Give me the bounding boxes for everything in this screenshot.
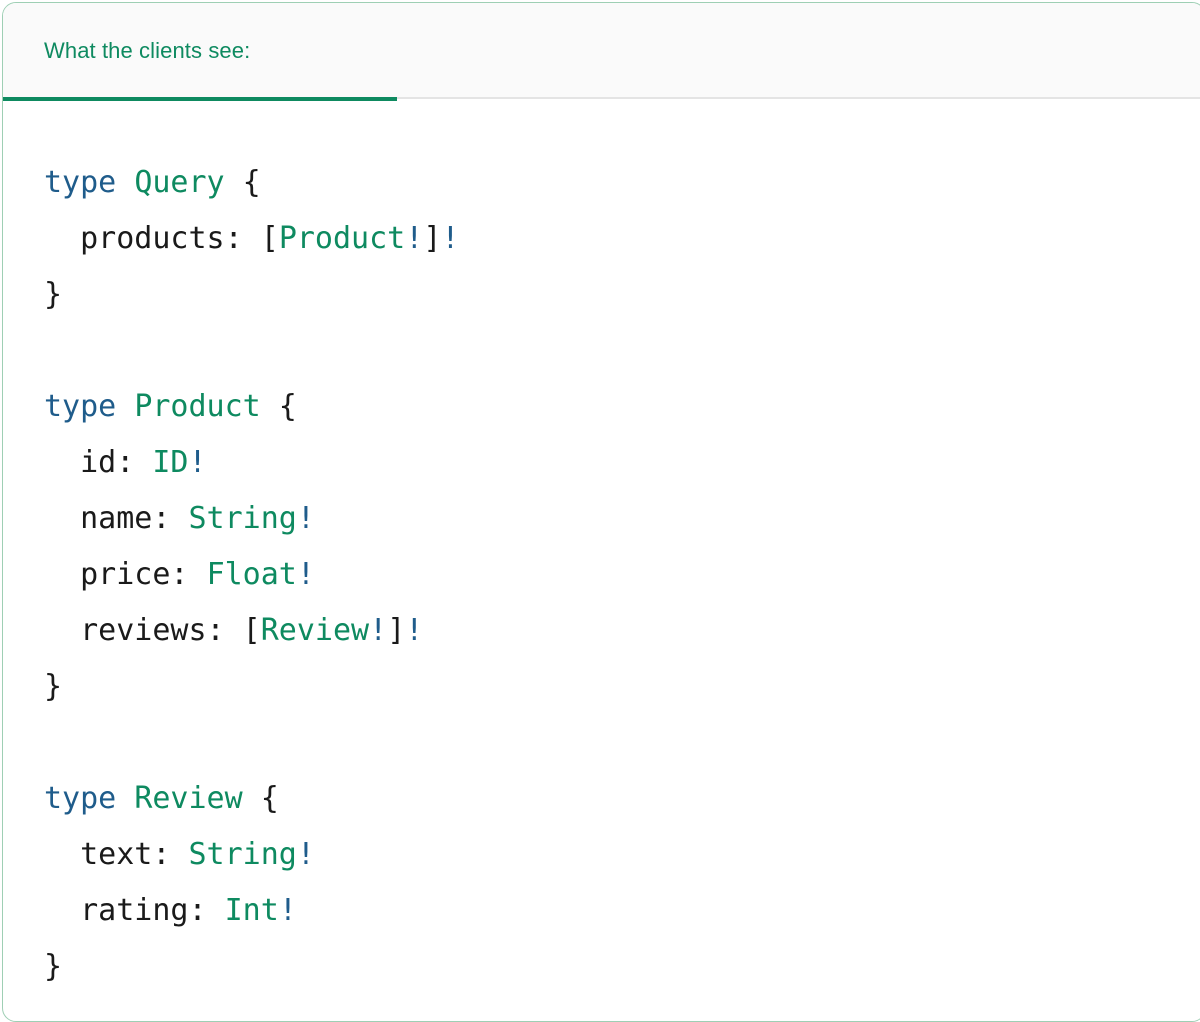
code-token: !	[278, 893, 297, 928]
code-token: ]	[387, 613, 406, 648]
tab-label: What the clients see:	[44, 38, 251, 63]
code-line: text: String!	[44, 827, 1200, 883]
code-token: ]	[423, 221, 442, 256]
tab-what-the-clients-see[interactable]: What the clients see:	[3, 3, 397, 101]
code-token: !	[441, 221, 460, 256]
code-token: text:	[44, 837, 189, 872]
code-token: }	[44, 277, 63, 312]
code-line: price: Float!	[44, 547, 1200, 603]
code-line: type Review {	[44, 771, 1200, 827]
code-token	[116, 781, 134, 816]
code-token: Product	[134, 389, 261, 424]
code-line	[44, 323, 1200, 379]
code-token: }	[44, 669, 63, 704]
code-token: !	[405, 613, 424, 648]
code-token: String	[188, 501, 297, 536]
code-token: Review	[260, 613, 370, 648]
code-token: !	[188, 445, 207, 480]
code-line: products: [Product!]!	[44, 211, 1200, 267]
tab-bar: What the clients see:	[3, 3, 1200, 101]
code-line: id: ID!	[44, 435, 1200, 491]
code-line: name: String!	[44, 491, 1200, 547]
code-token: ID	[152, 445, 189, 480]
code-line: rating: Int!	[44, 883, 1200, 939]
code-token: reviews: [	[44, 613, 261, 648]
code-token: !	[369, 613, 388, 648]
code-line: }	[44, 267, 1200, 323]
code-token: name:	[44, 501, 189, 536]
code-token: !	[405, 221, 424, 256]
code-token	[116, 389, 134, 424]
code-line: reviews: [Review!]!	[44, 603, 1200, 659]
code-token: !	[296, 557, 315, 592]
code-line	[44, 715, 1200, 771]
code-token: {	[224, 165, 261, 200]
code-token: !	[296, 501, 315, 536]
code-token: }	[44, 949, 63, 984]
code-line: }	[44, 659, 1200, 715]
code-line: }	[44, 939, 1200, 995]
code-token: String	[188, 837, 297, 872]
code-line: type Query {	[44, 155, 1200, 211]
code-token: id:	[44, 445, 153, 480]
code-token: type	[44, 389, 117, 424]
code-token	[116, 165, 134, 200]
code-token: Int	[224, 893, 279, 928]
code-token: price:	[44, 557, 207, 592]
code-token: Query	[134, 165, 225, 200]
code-token: !	[296, 837, 315, 872]
code-token: rating:	[44, 893, 225, 928]
code-line: type Product {	[44, 379, 1200, 435]
code-token: {	[260, 389, 297, 424]
code-token: Product	[278, 221, 406, 256]
code-token: Review	[134, 781, 243, 816]
active-tab-indicator	[3, 97, 397, 101]
code-token: products: [	[44, 221, 279, 256]
graphql-schema-code[interactable]: type Query { products: [Product!]!}type …	[44, 155, 1200, 995]
code-panel: type Query { products: [Product!]!}type …	[3, 99, 1200, 995]
code-token: Float	[206, 557, 297, 592]
code-token: type	[44, 781, 117, 816]
code-token: {	[242, 781, 279, 816]
code-token: type	[44, 165, 117, 200]
